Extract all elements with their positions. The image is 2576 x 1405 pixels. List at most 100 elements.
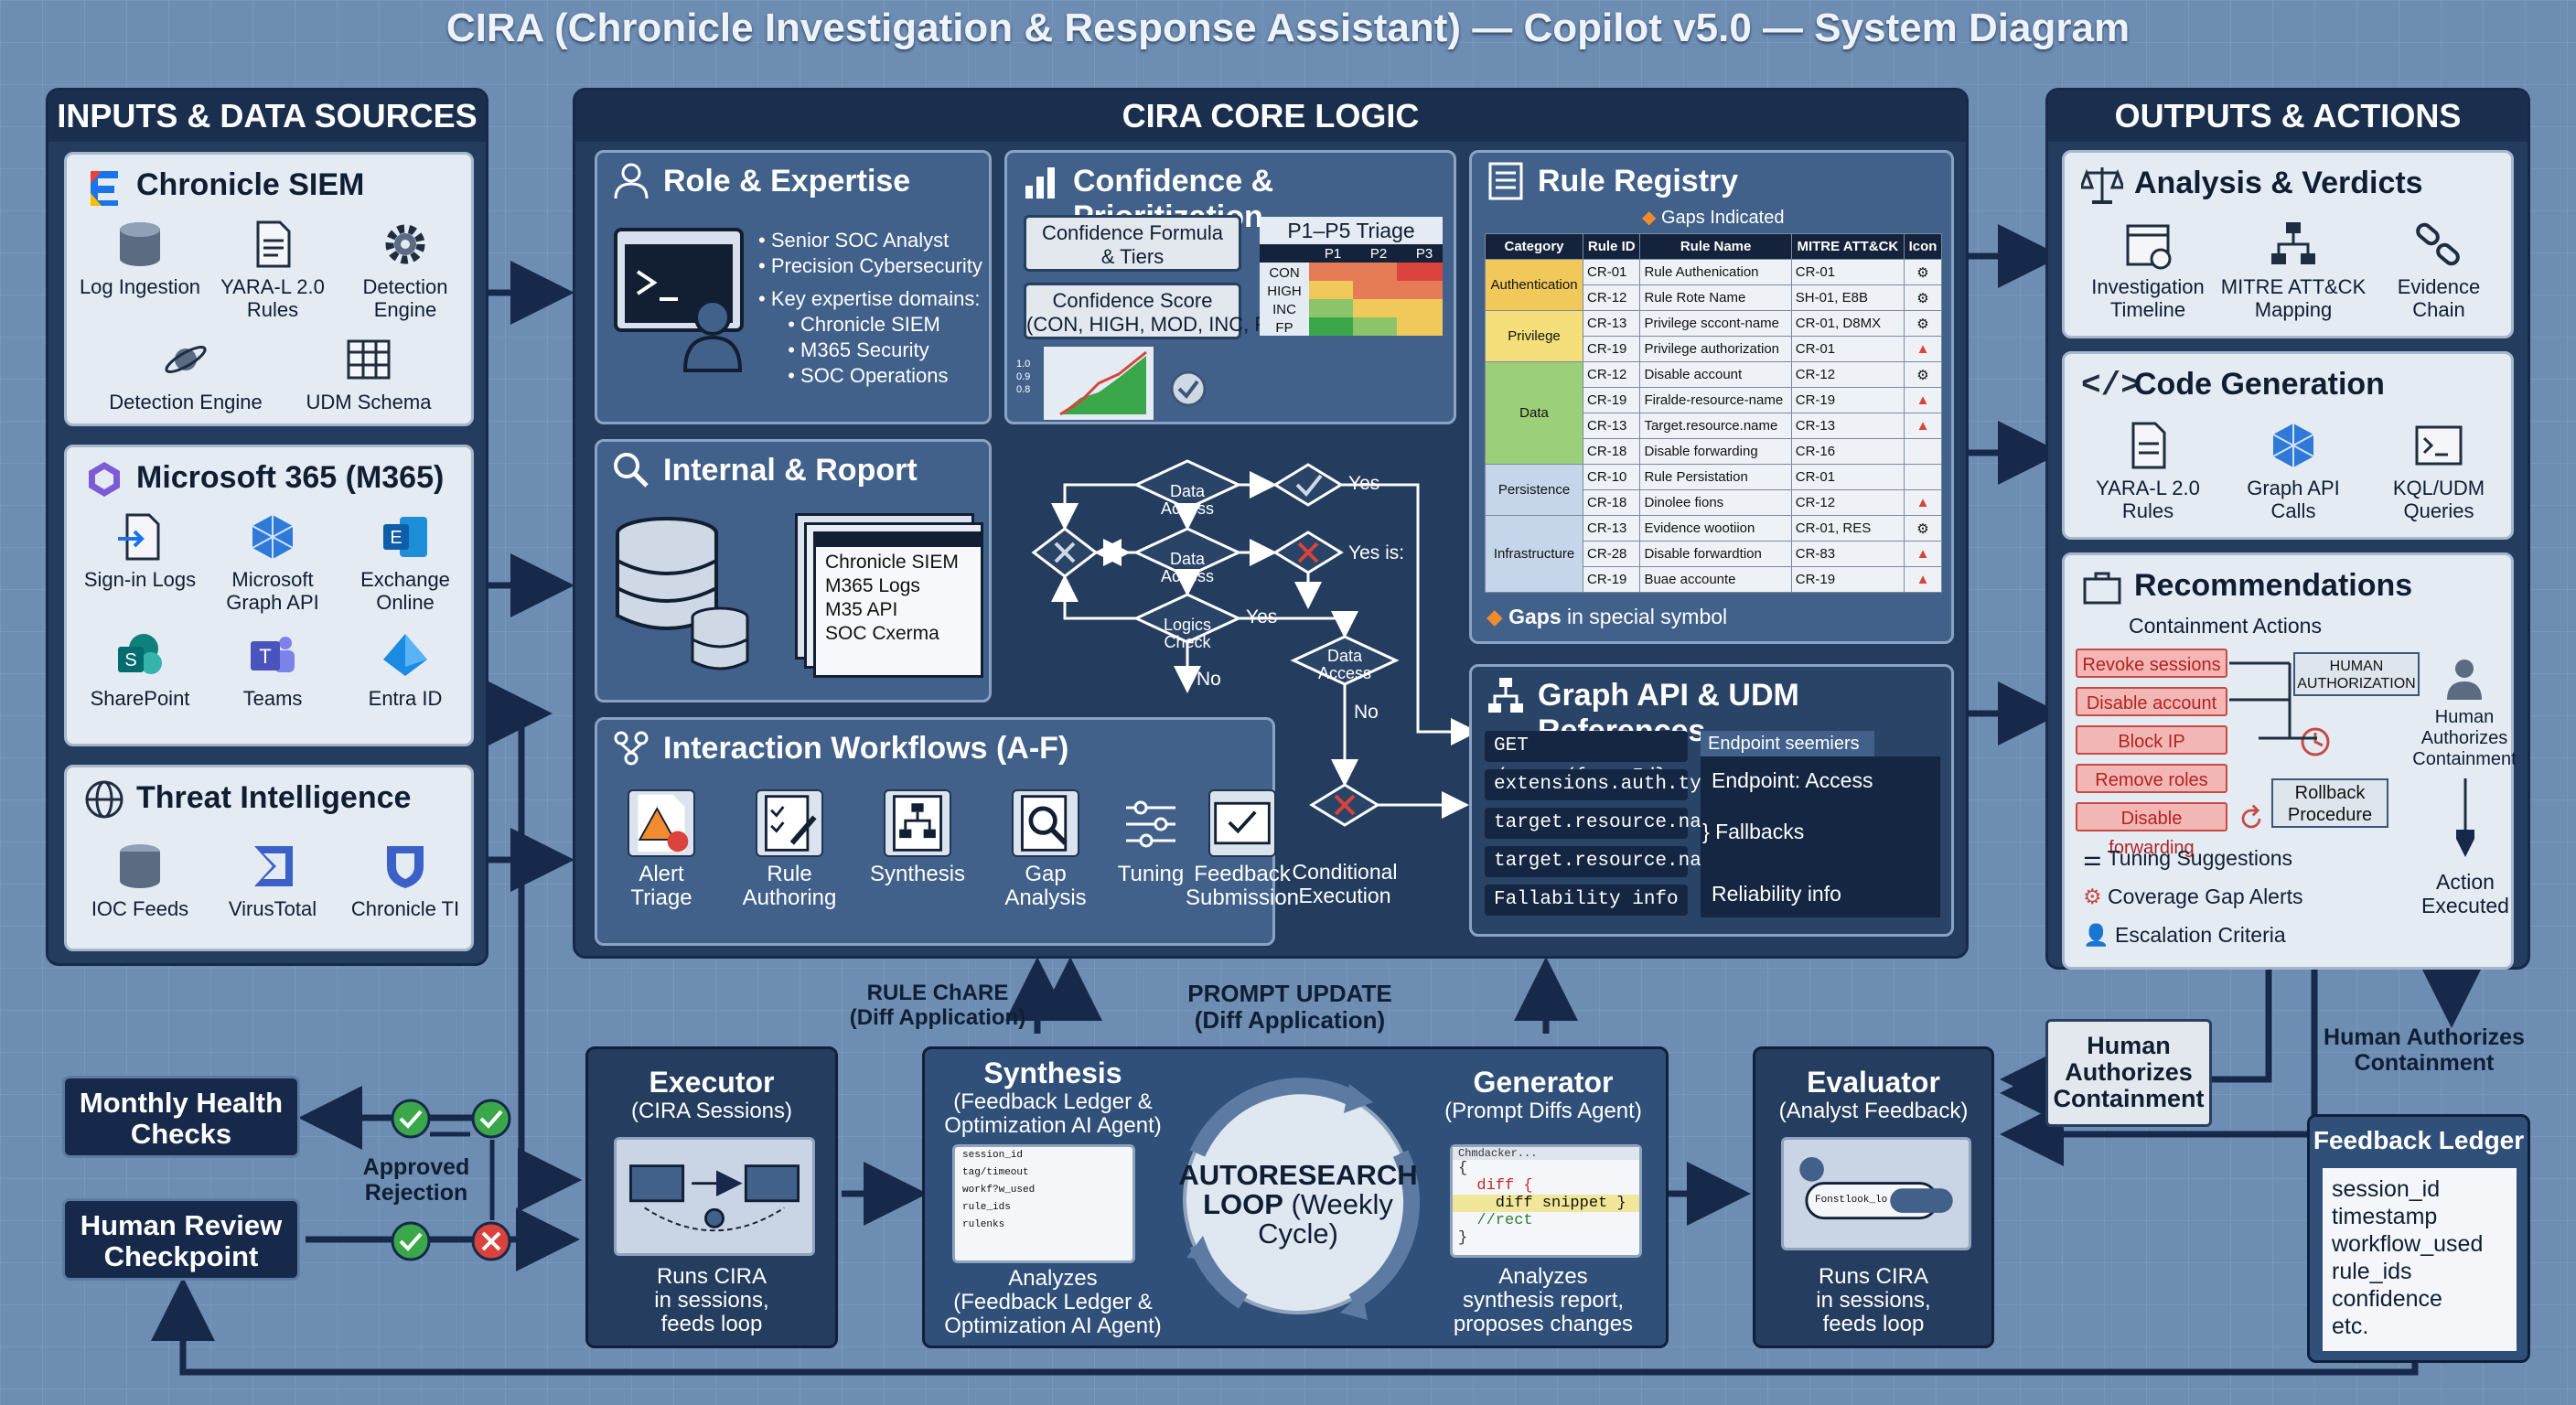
document-icon bbox=[2131, 422, 2166, 469]
doc-line: M35 API bbox=[825, 599, 898, 620]
disable-forwarding-button[interactable]: Disable forwarding bbox=[2076, 802, 2227, 858]
workflow-gap-analysis: Gap Analysis bbox=[982, 789, 1110, 910]
role-line-0: • Senior SOC Analyst bbox=[758, 229, 950, 252]
yes-label-2: Yes is: bbox=[1348, 542, 1405, 563]
human-icon bbox=[2447, 660, 2482, 700]
exchange-icon: E bbox=[383, 517, 427, 557]
interaction-workflows-title: Interaction Workflows (A-F) bbox=[663, 731, 1069, 766]
rule-change-label: RULE ChARE (Diff Application) bbox=[849, 981, 1026, 1030]
approval-lines bbox=[430, 1132, 495, 1220]
sign-in-logs-item: Sign-in Logs bbox=[71, 511, 209, 591]
ioc-feeds-item: IOC Feeds bbox=[71, 841, 209, 920]
laptops-network-icon bbox=[629, 1164, 800, 1232]
coverage-gap-item: ⚙ Coverage Gap Alerts bbox=[2083, 885, 2303, 908]
svg-text:P1: P1 bbox=[1325, 246, 1341, 262]
graph-ref-4: Fallability info bbox=[1485, 885, 1688, 916]
core-header: CIRA CORE LOGIC bbox=[575, 91, 1966, 142]
workflow-synthesis: Synthesis bbox=[853, 789, 982, 886]
graph-ref-1: extensions.auth.type bbox=[1485, 769, 1724, 800]
chronicle-siem-card: Chronicle SIEM Log Ingestion YARA-L 2.0 … bbox=[64, 152, 474, 426]
monthly-health-checks: Monthly Health Checks bbox=[62, 1076, 300, 1158]
doc-window: Chronicle SIEM M365 Logs M35 API SOC Cxe… bbox=[813, 531, 983, 678]
approve-check-icon bbox=[471, 1099, 511, 1139]
executed-arrow bbox=[2456, 778, 2474, 857]
network-icon bbox=[1488, 678, 1523, 713]
yara-output-item: YARA-L 2.0 Rules bbox=[2070, 420, 2226, 522]
graph-api-icon bbox=[2272, 424, 2314, 467]
evaluator-screenshot: Fonstlook_lo bbox=[1781, 1137, 1971, 1250]
sliders-icon: ⚌ bbox=[2083, 846, 2102, 870]
gaps-footer: ◆ Gaps in special symbol bbox=[1487, 605, 1728, 628]
endpoint-access: Endpoint: Access bbox=[1712, 768, 1873, 792]
recommendations-title: Recommendations bbox=[2134, 568, 2413, 603]
revoke-sessions-button[interactable]: Revoke sessions bbox=[2076, 649, 2227, 678]
recommendations-card: Recommendations Containment Actions Revo… bbox=[2062, 552, 2517, 970]
confidence-formula-box: Confidence Formula & Tiers bbox=[1024, 215, 1241, 272]
feedback-toggle-icon bbox=[1799, 1157, 1953, 1220]
inputs-header: INPUTS & DATA SOURCES bbox=[48, 91, 486, 142]
briefcase-icon bbox=[2083, 572, 2121, 605]
role-line-4: • M365 Security bbox=[777, 338, 929, 361]
no-label-2: No bbox=[1354, 702, 1379, 723]
rollback-procedure-box: Rollback Procedure bbox=[2271, 778, 2388, 828]
workflow-tuning: Tuning bbox=[1100, 789, 1201, 886]
document-icon bbox=[256, 220, 291, 268]
graph-ref-2: target.resource.name bbox=[1485, 808, 1724, 839]
svg-text:T: T bbox=[259, 645, 271, 668]
svg-text:CON: CON bbox=[1269, 265, 1299, 281]
registry-icon bbox=[1488, 162, 1523, 200]
reliability-info: Reliability info bbox=[1712, 882, 1841, 906]
database-icon bbox=[120, 222, 160, 266]
hierarchy-icon bbox=[2271, 222, 2315, 264]
fallbacks-label: } Fallbacks bbox=[1702, 820, 1805, 843]
feedback-icon bbox=[1208, 789, 1276, 857]
conditional-execution-label: Conditional Execution bbox=[1292, 860, 1398, 907]
udm-schema-item: UDM Schema bbox=[286, 334, 451, 413]
checklist-icon bbox=[756, 789, 823, 857]
yes-label: Yes bbox=[1348, 473, 1380, 494]
detection-engine-2-item: Detection Engine bbox=[103, 334, 268, 413]
gaps-indicated-label: ◆ Gaps Indicated bbox=[1642, 208, 1785, 228]
approve-check-icon bbox=[391, 1221, 431, 1261]
human-authorizes-containment-label: Human Authorizes Containment bbox=[2324, 1024, 2525, 1076]
yes-label-3: Yes bbox=[1246, 606, 1278, 627]
chronicle-siem-title: Chronicle SIEM bbox=[136, 167, 365, 202]
kql-udm-item: KQL/UDM Queries bbox=[2361, 420, 2517, 522]
alert-icon bbox=[628, 789, 695, 857]
human-review-checkpoint: Human Review Checkpoint bbox=[62, 1198, 300, 1281]
remove-roles-button[interactable]: Remove roles bbox=[2076, 764, 2227, 793]
generator-code: Chmdacker... { diff { diff snippet } //r… bbox=[1450, 1144, 1642, 1258]
graph-api-calls-item: Graph API Calls bbox=[2211, 420, 2376, 522]
rule-registry-title: Rule Registry bbox=[1538, 164, 1739, 198]
prompt-update-label: PROMPT UPDATE (Diff Application) bbox=[1187, 980, 1392, 1034]
logics-check-label: Logics Check bbox=[1163, 616, 1212, 651]
action-executed-label: Action Executed bbox=[2421, 870, 2509, 917]
magnifier-icon bbox=[614, 453, 649, 488]
block-ip-button[interactable]: Block IP bbox=[2076, 725, 2227, 755]
human-authorization-box: HUMAN AUTHORIZATION bbox=[2293, 652, 2420, 696]
role-line-3: • Chronicle SIEM bbox=[777, 313, 940, 336]
data-access-label-3: Data Access bbox=[1317, 647, 1372, 682]
confidence-score-box: Confidence Score (CON, HIGH, MOD, INC, F… bbox=[1024, 283, 1287, 339]
sign-in-icon bbox=[118, 513, 160, 561]
m365-title: Microsoft 365 (M365) bbox=[136, 460, 445, 495]
detection-engine-item: Detection Engine bbox=[337, 219, 474, 321]
code-icon: </> bbox=[2081, 367, 2141, 404]
human-authorizes-containment-box: Human Authorizes Containment bbox=[2045, 1019, 2212, 1127]
approve-diamond bbox=[1272, 463, 1344, 507]
graph-api-panel: Graph API & UDM References GET /users/{u… bbox=[1469, 664, 1954, 937]
disable-account-button[interactable]: Disable account bbox=[2076, 687, 2227, 716]
triage-matrix-title: P1–P5 Triage Matrix bbox=[1260, 217, 1443, 270]
chronicle-logo-icon bbox=[91, 171, 118, 206]
svg-text:P2: P2 bbox=[1370, 246, 1387, 262]
executor-screenshot bbox=[614, 1137, 815, 1256]
